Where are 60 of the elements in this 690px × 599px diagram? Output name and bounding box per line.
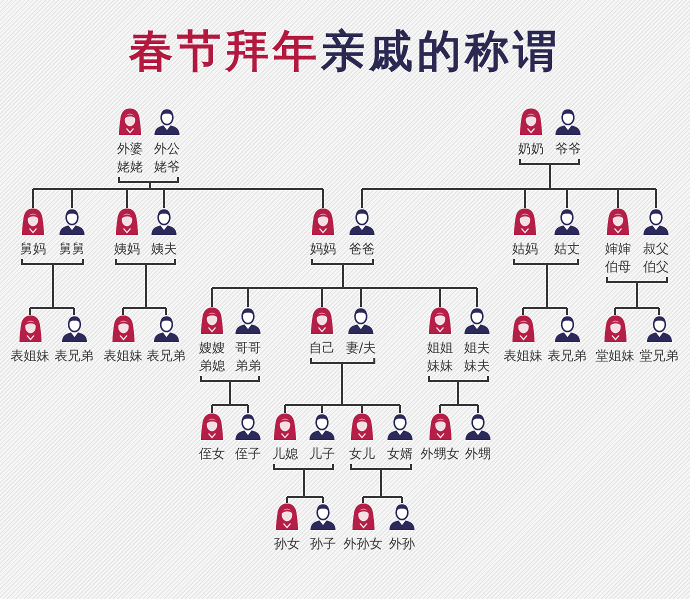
- person-label: 弟弟: [235, 358, 261, 376]
- person-label: 姐夫: [464, 340, 490, 358]
- person-label: 姑丈: [554, 241, 580, 259]
- person-label: 外甥女: [420, 446, 460, 464]
- connector-line: [21, 258, 84, 316]
- person-label: 姑妈: [512, 241, 538, 259]
- person-label: 舅妈: [20, 241, 46, 259]
- person-label: 孙子: [310, 536, 336, 554]
- person-label: 儿子: [309, 446, 335, 464]
- person-label: 外婆: [117, 141, 143, 159]
- person-label: 姨夫: [151, 241, 177, 259]
- connector-line: [361, 158, 657, 209]
- person-label: 堂姐妹: [596, 348, 634, 366]
- person-label: 伯父: [643, 259, 669, 277]
- person-label: 女婿: [387, 446, 413, 464]
- person-label: 姐姐: [427, 340, 453, 358]
- person-label: 外孙女: [344, 536, 382, 554]
- person-label: 妈妈: [310, 241, 336, 259]
- connector-line: [513, 258, 579, 316]
- person-label: 自己: [309, 340, 335, 358]
- person-label: 妻/夫: [346, 340, 376, 358]
- person-label: 侄子: [235, 446, 261, 464]
- person-label: 妹夫: [464, 358, 490, 376]
- connector-line: [284, 357, 401, 414]
- person-label: 侄女: [199, 446, 225, 464]
- person-label: 舅舅: [59, 241, 85, 259]
- person-label: 哥哥: [235, 340, 261, 358]
- person-label: 表兄弟: [54, 348, 94, 366]
- person-label: 表姐妹: [104, 348, 142, 366]
- person-label: 表姐妹: [10, 348, 50, 366]
- person-label: 爷爷: [555, 141, 581, 159]
- person-label: 叔父: [643, 241, 669, 259]
- person-label: 伯母: [605, 259, 631, 277]
- person-label: 外公: [154, 141, 180, 159]
- connector-line: [200, 375, 260, 414]
- connector-line: [273, 463, 334, 504]
- person-label: 爸爸: [349, 241, 375, 259]
- connector-line: [32, 176, 324, 209]
- connector-line: [211, 258, 478, 308]
- person-label: 外孙: [389, 536, 415, 554]
- connector-line: [606, 276, 668, 316]
- person-label: 嫂嫂: [199, 340, 225, 358]
- person-label: 儿媳: [272, 446, 298, 464]
- person-label: 表兄弟: [548, 348, 586, 366]
- person-label: 妹妹: [427, 358, 453, 376]
- person-label: 表姐妹: [504, 348, 542, 366]
- person-label: 表兄弟: [146, 348, 186, 366]
- person-label: 孙女: [274, 536, 300, 554]
- person-label: 堂兄弟: [640, 348, 678, 366]
- connector-line: [350, 463, 412, 504]
- person-label: 奶奶: [518, 141, 544, 159]
- person-label: 姥爷: [154, 159, 180, 177]
- person-label: 姥姥: [117, 159, 143, 177]
- person-label: 婶婶: [605, 241, 631, 259]
- connector-line: [115, 258, 176, 316]
- person-label: 外甥: [465, 446, 491, 464]
- connector-line: [428, 375, 489, 414]
- person-label: 女儿: [349, 446, 375, 464]
- person-label: 姨妈: [114, 241, 140, 259]
- person-label: 弟媳: [199, 358, 225, 376]
